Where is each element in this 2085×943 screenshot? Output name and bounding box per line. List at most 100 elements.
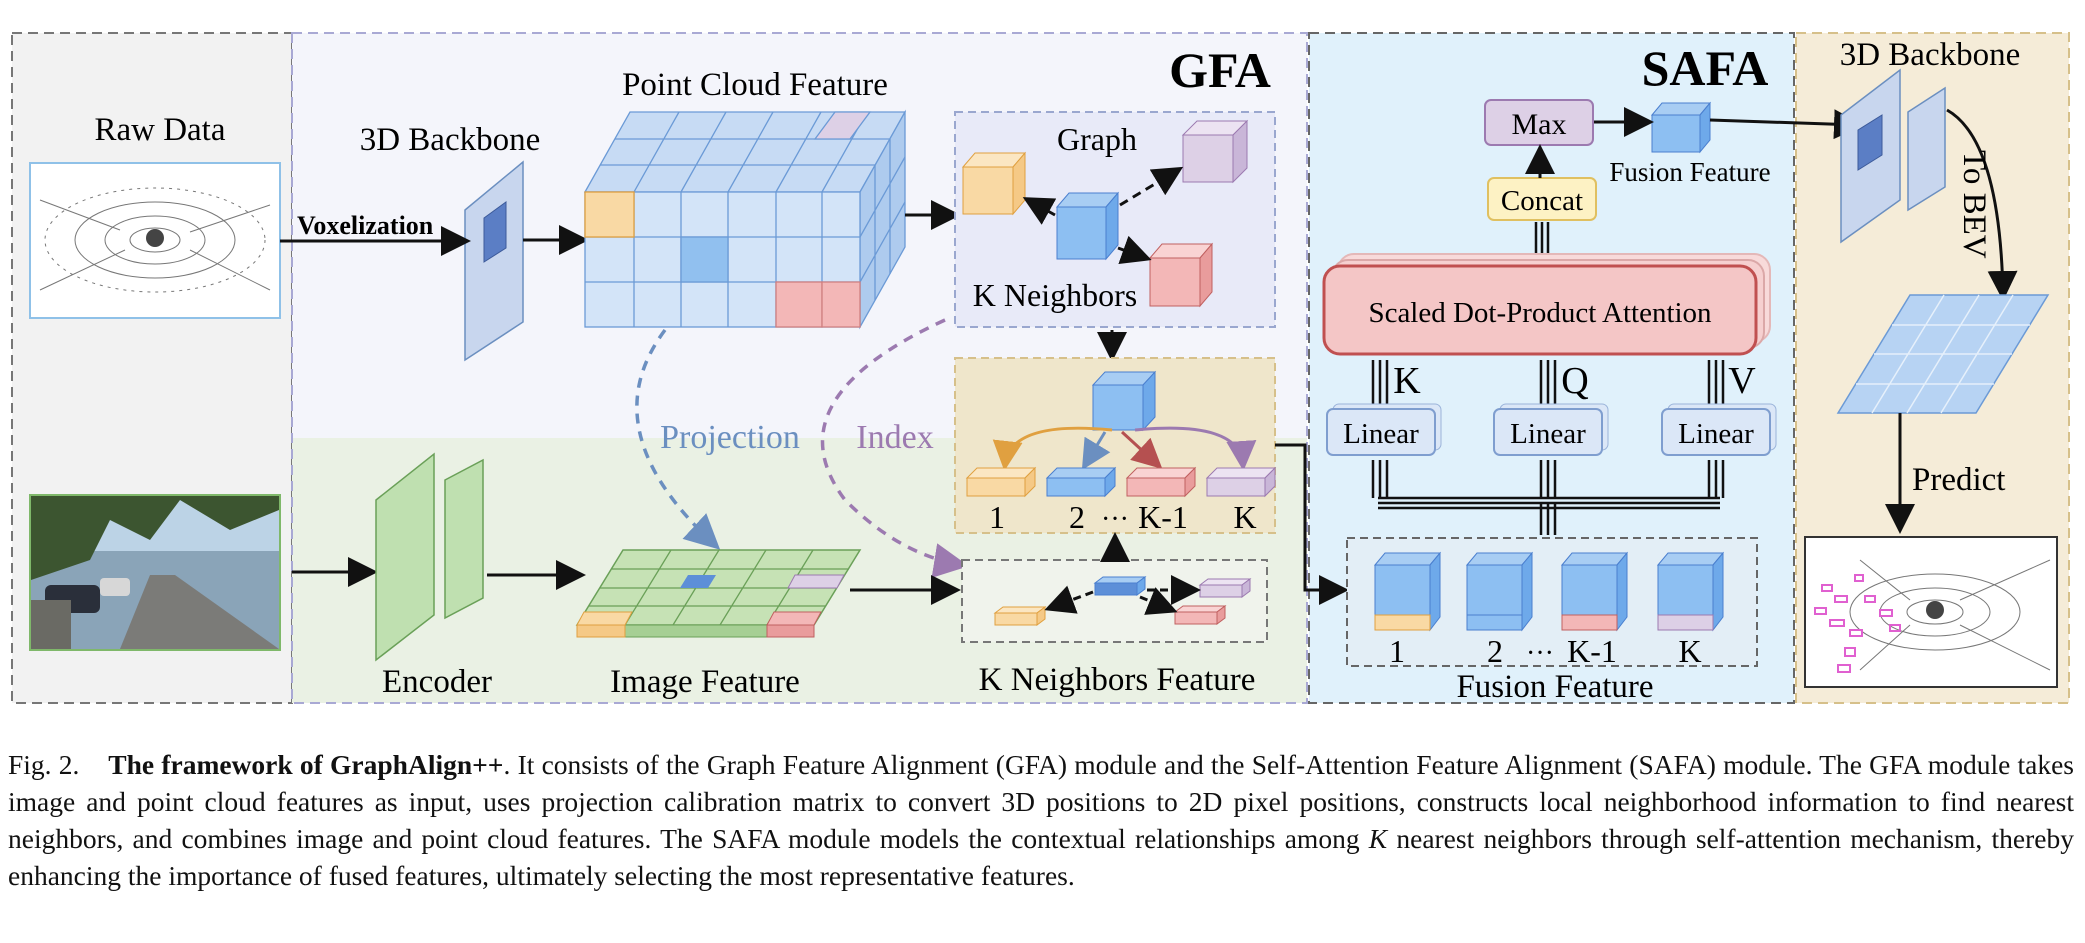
graph-node-center bbox=[1055, 191, 1120, 261]
kn-edge-orange bbox=[1044, 585, 1094, 614]
tree-to-fusion-arrow bbox=[1275, 443, 1349, 605]
fusion-to-linear-bus bbox=[1371, 460, 1725, 535]
index-label: Index bbox=[856, 419, 933, 456]
graph-edge-orange bbox=[1022, 197, 1057, 225]
linear-k-label: Linear bbox=[1343, 418, 1419, 450]
raw-data-label: Raw Data bbox=[94, 112, 225, 148]
projection-arrow bbox=[635, 328, 721, 550]
point-cloud-feature-label: Point Cloud Feature bbox=[622, 67, 888, 103]
tree-branch-2 bbox=[1081, 431, 1111, 471]
fusion-cube-k bbox=[1656, 551, 1725, 632]
tree-root-node bbox=[1091, 370, 1157, 432]
encoder-plates bbox=[375, 452, 484, 662]
fusion-label-1: 1 bbox=[1389, 633, 1405, 669]
projection-label: Projection bbox=[660, 419, 800, 456]
tree-label-k-1: K-1 bbox=[1138, 499, 1188, 535]
tree-branch-1 bbox=[992, 426, 1113, 471]
linear-v-to-attention bbox=[1707, 360, 1725, 408]
kn-node-orange bbox=[993, 606, 1047, 626]
attention-label: Scaled Dot-Product Attention bbox=[1368, 297, 1712, 329]
linear-q-label: Linear bbox=[1510, 418, 1586, 450]
k-neighbors-label: K Neighbors bbox=[973, 277, 1137, 313]
tree-leaf-purple bbox=[1205, 466, 1277, 498]
point-cloud-voxel-grid bbox=[583, 109, 907, 330]
fusion-cube-2 bbox=[1465, 551, 1534, 632]
k-symbol: K bbox=[1393, 360, 1421, 402]
fusion-label-dots: ··· bbox=[1526, 638, 1554, 669]
k-neighbors-feature-label: K Neighbors Feature bbox=[979, 662, 1256, 698]
kn-node-center bbox=[1093, 576, 1147, 596]
tree-label-dots: ··· bbox=[1101, 504, 1129, 535]
max-label: Max bbox=[1512, 108, 1567, 141]
k-neighbors-feature-box bbox=[961, 559, 1268, 643]
linear-q-to-attention bbox=[1539, 360, 1557, 408]
fusion-label-k: K bbox=[1678, 633, 1701, 669]
bev-grid bbox=[1836, 294, 2050, 414]
tree-leaf-orange bbox=[965, 466, 1037, 498]
caption-body-2: nearest neighbors through self-attention… bbox=[8, 823, 2074, 891]
fusion-feature-bottom-label: Fusion Feature bbox=[1456, 669, 1653, 705]
index-arrow bbox=[820, 318, 969, 578]
safa-title: SAFA bbox=[1642, 40, 1769, 96]
linear-v-box bbox=[1661, 403, 1777, 456]
image-feature-grid bbox=[575, 549, 862, 638]
kn-node-purple bbox=[1198, 578, 1252, 598]
fusion-cube-1 bbox=[1373, 551, 1442, 632]
graph-nodes bbox=[961, 119, 1249, 308]
q-symbol: Q bbox=[1561, 360, 1588, 402]
tree-label-1: 1 bbox=[989, 499, 1005, 535]
prediction-image bbox=[1804, 536, 2058, 688]
fusion-cubes bbox=[1373, 551, 1725, 632]
tree-branch-k bbox=[1134, 426, 1257, 471]
camera-image bbox=[29, 494, 281, 651]
tree-leaf-blue bbox=[1045, 466, 1117, 498]
tree-leaves bbox=[965, 466, 1277, 498]
fusion-feature-top-label: Fusion Feature bbox=[1609, 157, 1770, 187]
gfa-title: GFA bbox=[1169, 42, 1271, 98]
linear-k-box bbox=[1326, 403, 1442, 456]
linear-v-label: Linear bbox=[1678, 418, 1754, 450]
encoder-label: Encoder bbox=[382, 664, 492, 700]
framework-figure: Raw Data 3D Backbone Voxelization Point … bbox=[11, 32, 2070, 705]
fusion-cube-k-1 bbox=[1560, 551, 1629, 632]
figure-caption: Fig. 2. The framework of GraphAlign++. I… bbox=[8, 746, 2074, 894]
tree-label-2: 2 bbox=[1069, 499, 1085, 535]
kn-node-pink bbox=[1173, 605, 1227, 625]
right-backbone-plates bbox=[1840, 68, 1946, 244]
tree-label-k: K bbox=[1233, 499, 1256, 535]
kn-edge-pink bbox=[1139, 587, 1178, 615]
backbone-plate bbox=[464, 160, 524, 362]
to-bev-arrow bbox=[1946, 108, 2018, 301]
predict-label: Predict bbox=[1912, 462, 2005, 498]
lidar-scan-image bbox=[29, 162, 281, 319]
concat-label: Concat bbox=[1501, 185, 1583, 217]
graph-node-orange bbox=[961, 151, 1027, 216]
fusion-to-backbone-arrow bbox=[1709, 109, 1864, 140]
image-feature-label: Image Feature bbox=[610, 664, 800, 700]
tree-leaf-pink bbox=[1125, 466, 1197, 498]
gfa-panel-border bbox=[291, 32, 1308, 704]
caption-body-1: . It consists of the Graph Feature Align… bbox=[8, 749, 2075, 854]
to-bev-label: To BEV bbox=[1956, 150, 1992, 259]
concat-box bbox=[1487, 177, 1597, 221]
caption-k-symbol: K bbox=[1368, 823, 1388, 854]
graph-node-pink bbox=[1148, 242, 1214, 308]
fusion-label-2: 2 bbox=[1487, 633, 1503, 669]
attention-box bbox=[1322, 264, 1758, 356]
graph-edge-purple bbox=[1119, 166, 1184, 207]
backbone-label: 3D Backbone bbox=[360, 122, 541, 158]
caption-title: The framework of GraphAlign++ bbox=[108, 749, 504, 780]
caption-prefix: Fig. 2. bbox=[8, 749, 80, 780]
linear-k-to-attention bbox=[1371, 360, 1389, 408]
k-neighbors-feature-nodes bbox=[993, 576, 1252, 626]
graph-node-purple bbox=[1181, 119, 1249, 184]
graph-label: Graph bbox=[1057, 121, 1137, 157]
voxelization-label: Voxelization bbox=[297, 211, 434, 240]
attention-stack bbox=[1322, 253, 1771, 356]
tree-branch-k-1 bbox=[1120, 430, 1163, 470]
v-symbol: V bbox=[1728, 360, 1756, 402]
linear-q-box bbox=[1493, 403, 1609, 456]
fusion-label-k-1: K-1 bbox=[1567, 633, 1617, 669]
graph-edge-pink bbox=[1117, 235, 1152, 265]
right-backbone-label: 3D Backbone bbox=[1840, 37, 2021, 73]
